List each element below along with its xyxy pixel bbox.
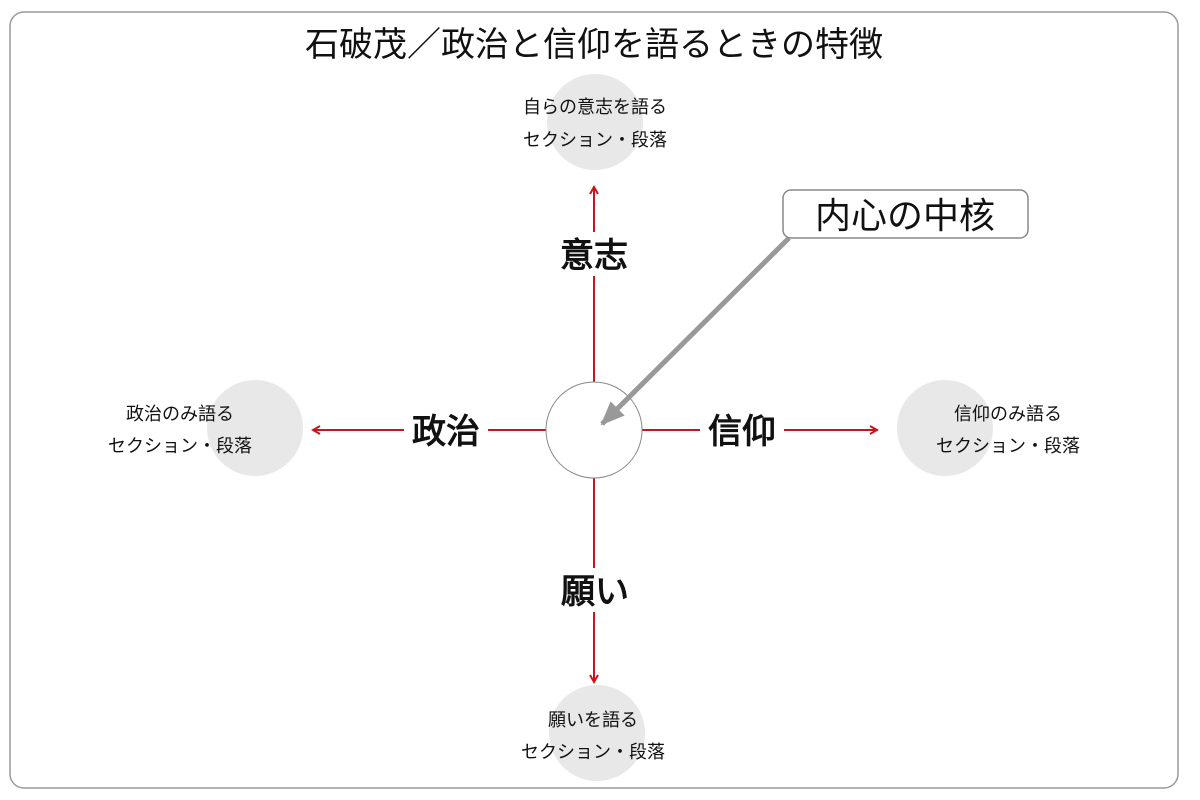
node-left-line2: セクション・段落 <box>108 436 252 457</box>
axis-label-left: 政治 <box>412 412 480 452</box>
diagram-title: 石破茂／政治と信仰を語るときの特徴 <box>305 25 883 65</box>
axis-label-right: 信仰 <box>708 412 776 452</box>
axis-label-up: 意志 <box>560 236 628 276</box>
axis-label-down: 願い <box>561 572 629 612</box>
pointer-arrow <box>600 236 791 426</box>
node-top-line1: 自らの意志を語る <box>523 97 667 118</box>
node-circle-top <box>547 74 643 170</box>
callout-box <box>782 189 1029 239</box>
node-left-line1: 政治のみ語る <box>126 404 234 425</box>
node-bottom-line1: 願いを語る <box>548 710 638 731</box>
node-bottom-line2: セクション・段落 <box>521 742 665 763</box>
node-top-line2: セクション・段落 <box>523 130 667 151</box>
node-right-line1: 信仰のみ語る <box>954 404 1062 425</box>
callout-label: 内心の中核 <box>815 196 995 237</box>
node-circle-left <box>207 380 303 476</box>
node-right-line2: セクション・段落 <box>936 436 1080 457</box>
node-circle-bottom <box>549 685 645 781</box>
node-circle-right <box>897 380 993 476</box>
